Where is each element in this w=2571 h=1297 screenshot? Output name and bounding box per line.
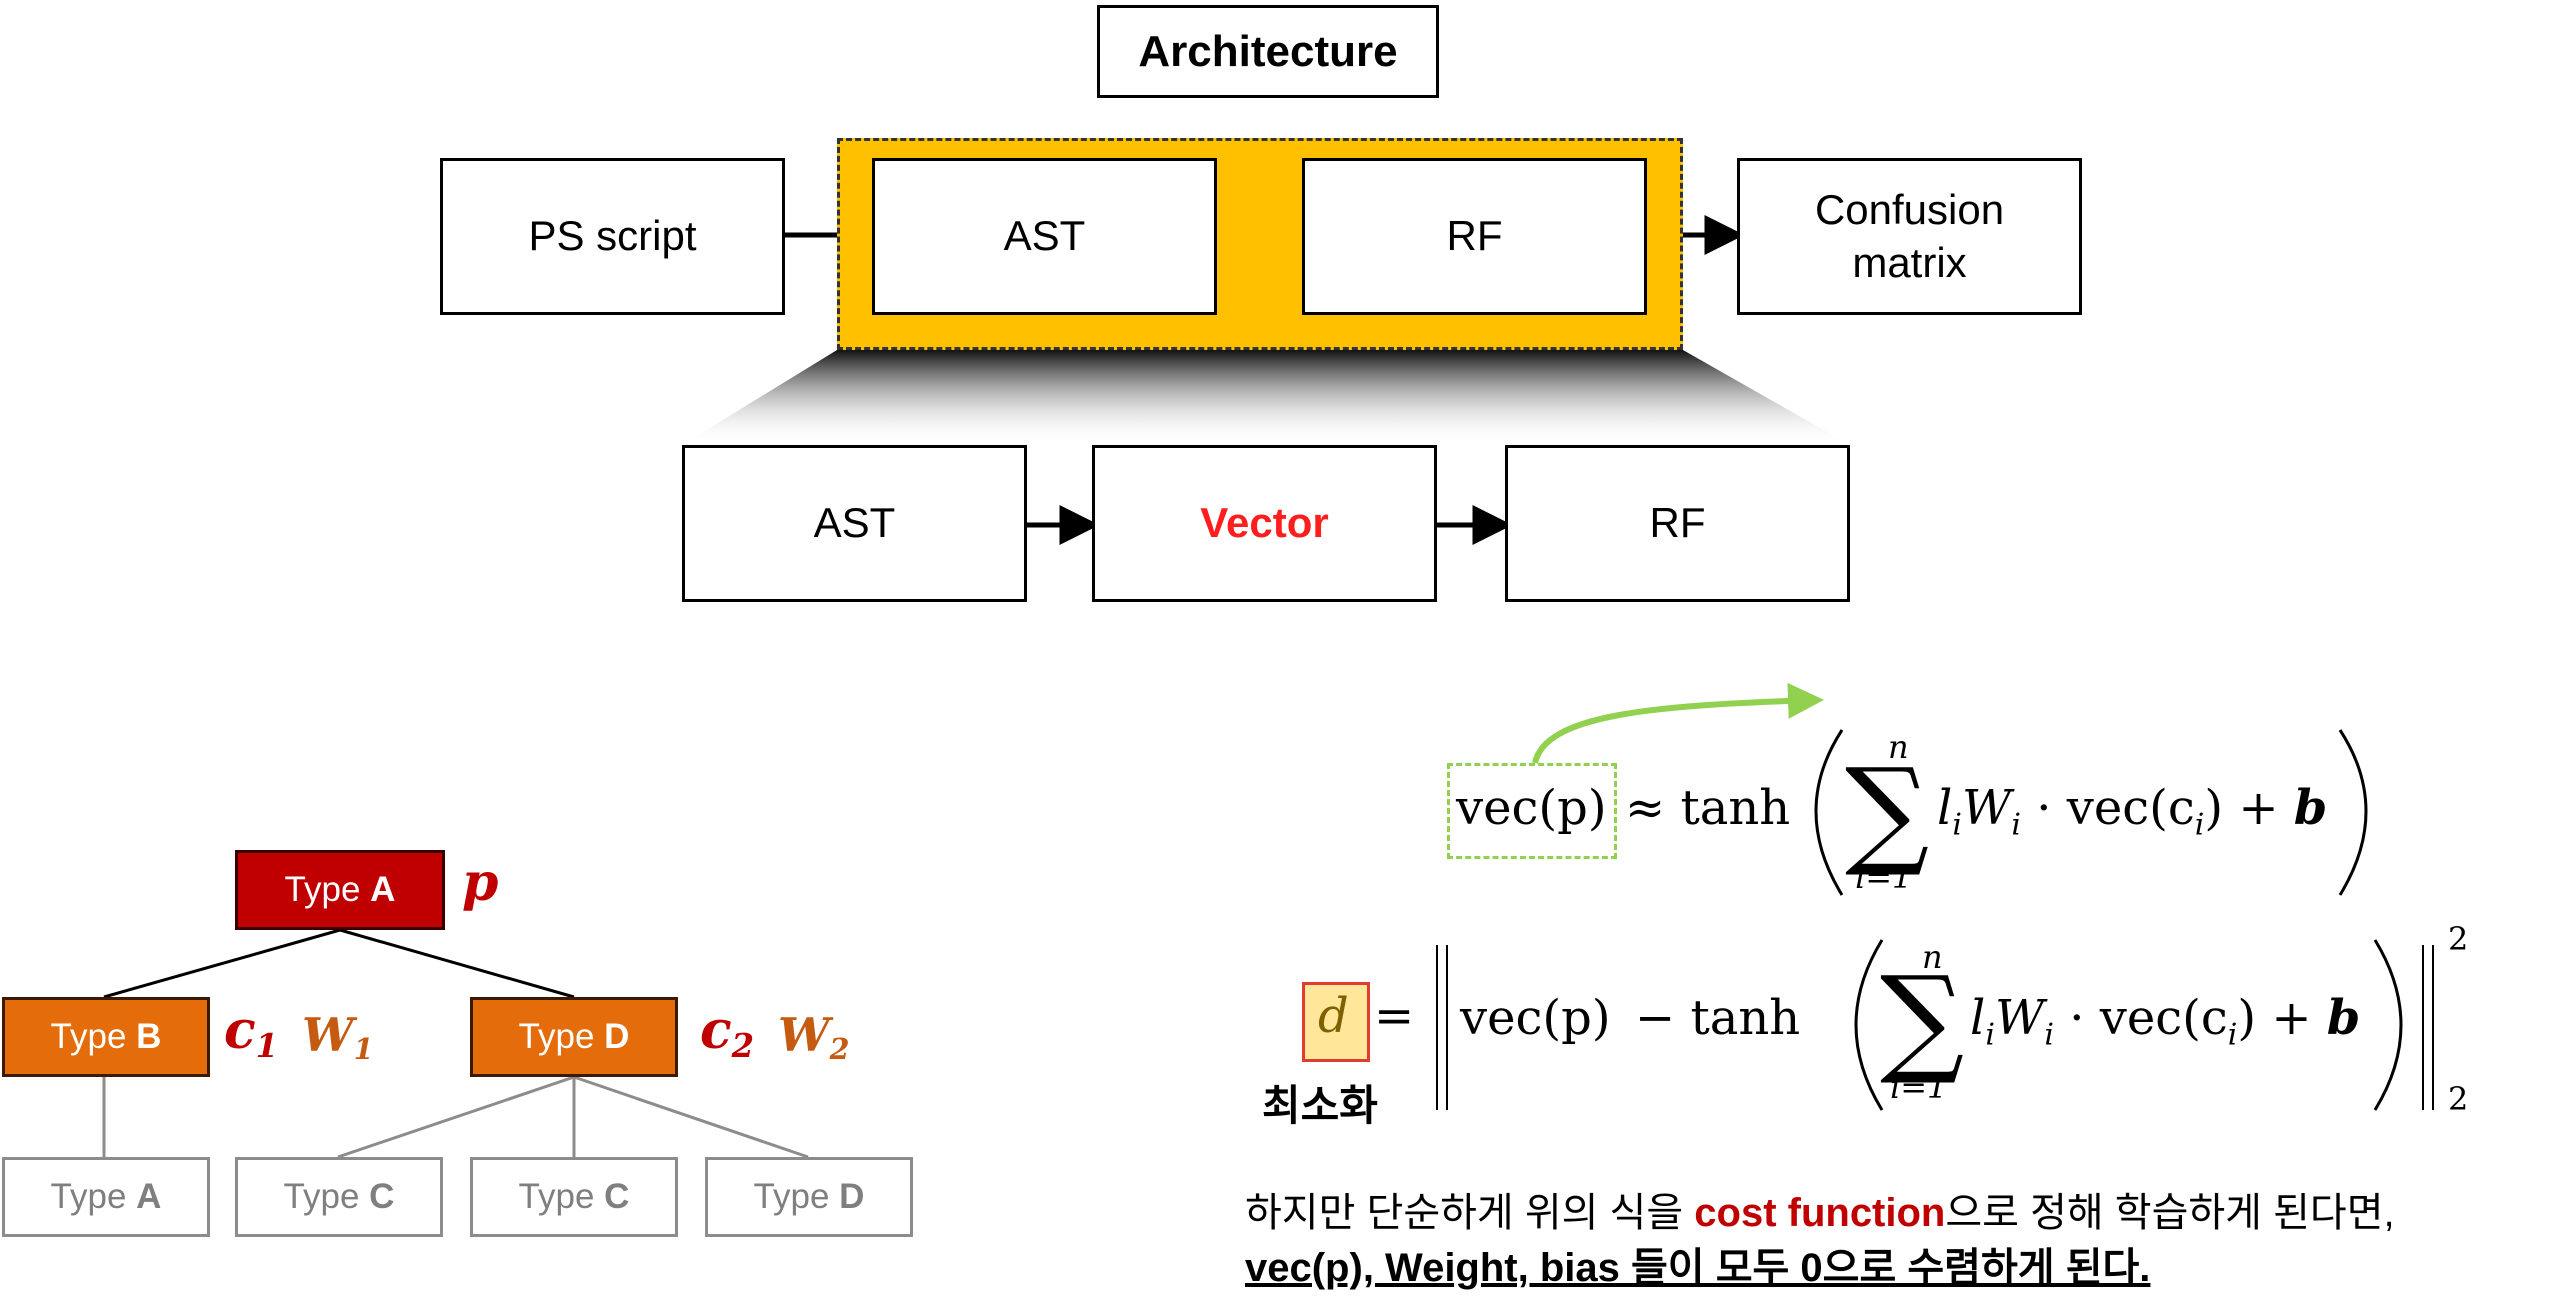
- paren-right-eq1: [2338, 729, 2368, 896]
- c2-symbol: c: [700, 1000, 732, 1061]
- tree-node-d-letter: D: [604, 1017, 630, 1056]
- tree-leaf-4: Type D: [705, 1157, 913, 1237]
- eq2-l-sub: i: [1985, 1017, 1995, 1053]
- tree-edge-root-b: [103, 928, 341, 999]
- note-line-2: vec(p), Weight, bias 들이 모두 0으로 수렴하게 된다.: [1245, 1246, 2151, 1290]
- note-line1-pre: 하지만 단순하게 위의 식을: [1245, 1191, 1684, 1235]
- eq2-norm-sub: 2: [2448, 1080, 2469, 1118]
- tree-edge-d-leaf4: [573, 1075, 809, 1159]
- green-curved-arrow: [1532, 682, 1824, 764]
- tree-node-d: Type D: [470, 997, 678, 1077]
- tree-edge-root-d: [339, 928, 575, 999]
- leaf-3-type: Type: [518, 1177, 595, 1216]
- ast-box: AST: [872, 158, 1217, 315]
- eq1-sigma: ∑: [1845, 742, 1930, 880]
- paren-left-eq2: [1854, 939, 1884, 1111]
- w1-symbol: W: [302, 1008, 354, 1062]
- eq2-c-sub: i: [2227, 1017, 2238, 1053]
- vec-p-highlight-box: [1447, 763, 1617, 859]
- eq2-l: l: [1970, 990, 1986, 1046]
- leaf-4-type: Type: [753, 1177, 830, 1216]
- eq1-l-sub: i: [1952, 807, 1962, 843]
- note-line-1: 하지만 단순하게 위의 식을 cost function으로 정해 학습하게 된…: [1245, 1180, 2395, 1238]
- tree-node-b-weight: W1: [302, 1008, 374, 1066]
- tree-root-letter: A: [370, 870, 396, 909]
- eq2-equals: =: [1374, 988, 1415, 1044]
- eq1-sum-lower: i=1: [1855, 858, 1913, 896]
- eq2-sum-body: liWi · vec(ci) + b: [1970, 990, 2360, 1053]
- eq2-dot-vec: · vec(c: [2069, 990, 2228, 1046]
- architecture-title: Architecture: [1097, 5, 1439, 98]
- tree-node-b-type: Type: [50, 1017, 127, 1056]
- c1-subscript: 1: [255, 1027, 279, 1066]
- leaf-1-type: Type: [50, 1177, 127, 1216]
- eq1-sum-upper: n: [1888, 728, 1909, 766]
- tree-node-b-letter: B: [136, 1017, 162, 1056]
- eq2-d: d: [1318, 988, 1349, 1044]
- tree-root-label: p: [462, 852, 499, 913]
- paren-right-eq2: [2373, 939, 2403, 1111]
- eq2-w: W: [1994, 990, 2045, 1046]
- tree-node-d-type: Type: [518, 1017, 595, 1056]
- eq1-approx-tanh: ≈ tanh: [1625, 780, 1791, 836]
- detail-vector-box: Vector: [1092, 445, 1437, 602]
- ps-script-box: PS script: [440, 158, 785, 315]
- detail-ast-box: AST: [682, 445, 1027, 602]
- eq2-sigma: ∑: [1880, 950, 1965, 1088]
- zoom-shadow: [682, 350, 1850, 445]
- tree-edge-d-leaf2: [337, 1075, 575, 1159]
- w2-symbol: W: [778, 1008, 830, 1062]
- note-cost-function: cost function: [1694, 1191, 1946, 1235]
- w2-subscript: 2: [829, 1031, 850, 1066]
- eq1-l: l: [1937, 780, 1953, 836]
- eq1-vec-p: vec(p): [1456, 780, 1607, 836]
- eq1-plus: ) +: [2204, 780, 2279, 836]
- tree-node-b-label: c1: [224, 1000, 278, 1065]
- tree-root-node: Type A: [235, 850, 445, 930]
- d-highlight-box: [1302, 982, 1370, 1062]
- eq2-minus-tanh: − tanh: [1635, 990, 1801, 1046]
- detail-rf-box: RF: [1505, 445, 1850, 602]
- eq1-c-sub: i: [2194, 807, 2205, 843]
- eq2-norm-sup: 2: [2448, 920, 2469, 958]
- tree-node-d-weight: W2: [778, 1008, 850, 1066]
- eq1-bias: b: [2293, 780, 2328, 836]
- leaf-2-type: Type: [283, 1177, 360, 1216]
- leaf-4-letter: D: [839, 1177, 865, 1216]
- eq1-sum-body: liWi · vec(ci) + b: [1937, 780, 2327, 843]
- c2-subscript: 2: [731, 1027, 755, 1066]
- confusion-matrix-box: Confusion matrix: [1737, 158, 2082, 315]
- tree-leaf-1: Type A: [2, 1157, 210, 1237]
- eq1-w: W: [1961, 780, 2012, 836]
- tree-leaf-3: Type C: [470, 1157, 678, 1237]
- eq2-w-sub: i: [2044, 1017, 2054, 1053]
- note-line1-post: 으로 정해 학습하게 된다면,: [1945, 1191, 2395, 1235]
- eq1-w-sub: i: [2011, 807, 2021, 843]
- tree-root-type: Type: [284, 870, 361, 909]
- leaf-1-letter: A: [136, 1177, 162, 1216]
- eq1-dot-vec: · vec(c: [2036, 780, 2195, 836]
- tree-node-d-label: c2: [700, 1000, 754, 1065]
- c1-symbol: c: [224, 1000, 256, 1061]
- eq2-sum-lower: i=1: [1890, 1068, 1948, 1106]
- eq2-bias: b: [2326, 990, 2361, 1046]
- tree-leaf-2: Type C: [235, 1157, 443, 1237]
- eq2-plus: ) +: [2237, 990, 2312, 1046]
- w1-subscript: 1: [353, 1031, 374, 1066]
- leaf-2-letter: C: [369, 1177, 395, 1216]
- confusion-matrix-line2: matrix: [1852, 238, 1967, 286]
- minimize-label: 최소화: [1262, 1082, 1378, 1129]
- eq2-sum-upper: n: [1922, 938, 1943, 976]
- rf-box: RF: [1302, 158, 1647, 315]
- eq2-vec-p: vec(p): [1460, 990, 1611, 1046]
- confusion-matrix-line1: Confusion: [1814, 186, 2005, 233]
- paren-left-eq1: [1814, 729, 1844, 896]
- leaf-3-letter: C: [604, 1177, 630, 1216]
- tree-node-b: Type B: [2, 997, 210, 1077]
